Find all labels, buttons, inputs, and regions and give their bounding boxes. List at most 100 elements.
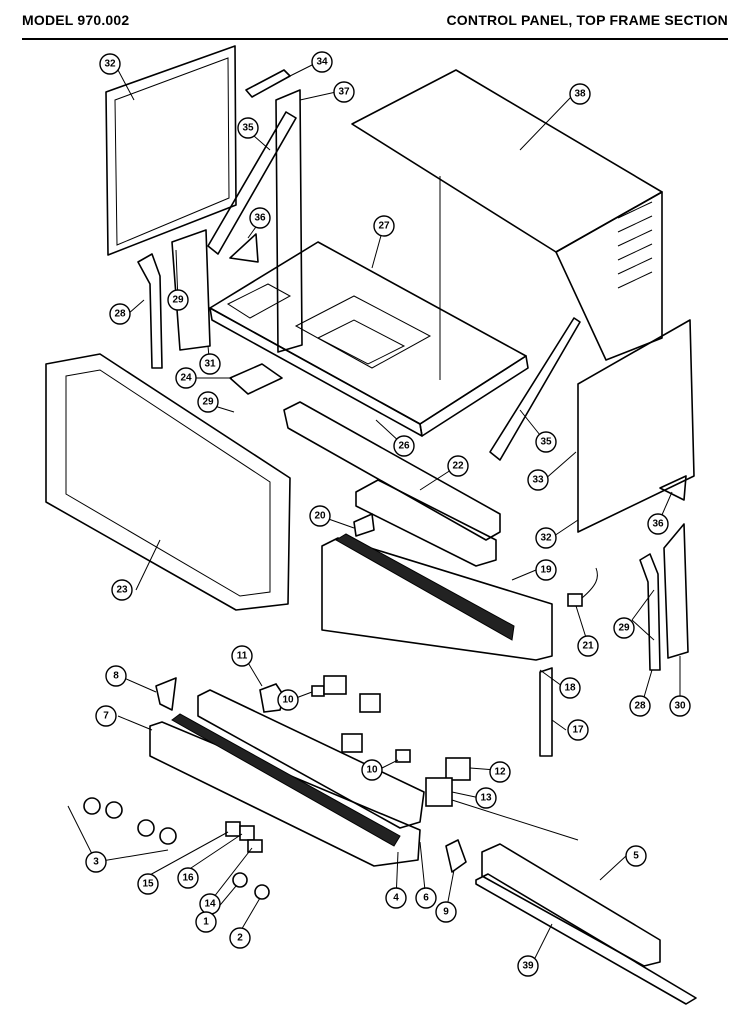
part-side-post — [171, 229, 211, 351]
part-end-cap-right — [445, 839, 467, 873]
svg-text:5: 5 — [633, 851, 639, 862]
callout-9: 9 — [435, 901, 457, 923]
section-title: CONTROL PANEL, TOP FRAME SECTION — [446, 12, 728, 28]
callout-36-right: 36 — [647, 513, 669, 535]
svg-text:39: 39 — [522, 961, 534, 972]
part-side-panel-right — [577, 319, 695, 533]
svg-text:30: 30 — [674, 701, 686, 712]
part-knob-set — [83, 797, 177, 845]
svg-text:38: 38 — [574, 89, 586, 100]
callout-16: 16 — [177, 867, 199, 889]
callout-33: 33 — [527, 469, 549, 491]
part-small-modules — [323, 675, 381, 753]
svg-text:1: 1 — [203, 917, 209, 928]
part-knob-switch-10b — [395, 749, 411, 763]
svg-text:3: 3 — [93, 857, 99, 868]
callout-30: 30 — [669, 695, 691, 717]
svg-text:15: 15 — [142, 879, 154, 890]
callout-35-right: 35 — [535, 431, 557, 453]
callout-34: 34 — [311, 51, 333, 73]
svg-text:33: 33 — [532, 475, 544, 486]
svg-text:6: 6 — [423, 893, 429, 904]
callout-7: 7 — [95, 705, 117, 727]
svg-text:23: 23 — [116, 585, 128, 596]
svg-text:37: 37 — [338, 87, 350, 98]
part-front-frame — [45, 353, 291, 611]
callout-10-lower: 10 — [361, 759, 383, 781]
part-control-panel-back — [539, 667, 553, 757]
callout-31: 31 — [199, 353, 221, 375]
part-trim-strip-39 — [475, 873, 697, 1005]
callout-36-left: 36 — [249, 207, 271, 229]
callout-35-left: 35 — [237, 117, 259, 139]
svg-text:34: 34 — [316, 57, 328, 68]
part-top-bracket — [245, 69, 291, 98]
callout-20: 20 — [309, 505, 331, 527]
svg-text:32: 32 — [540, 533, 552, 544]
svg-text:27: 27 — [378, 221, 390, 232]
callout-22: 22 — [447, 455, 469, 477]
callout-2: 2 — [229, 927, 251, 949]
callout-29-right: 29 — [613, 617, 635, 639]
callout-8-left: 8 — [105, 665, 127, 687]
callout-28-right: 28 — [629, 695, 651, 717]
part-backguard — [321, 533, 553, 661]
part-angle-bracket-left — [137, 253, 163, 369]
svg-text:28: 28 — [634, 701, 646, 712]
part-top-frame — [209, 241, 529, 437]
svg-text:4: 4 — [393, 893, 399, 904]
callout-24: 24 — [175, 367, 197, 389]
part-corner-gusset-right — [659, 475, 687, 501]
svg-text:36: 36 — [652, 519, 664, 530]
svg-text:12: 12 — [494, 767, 506, 778]
callout-4: 4 — [385, 887, 407, 909]
svg-text:19: 19 — [540, 565, 552, 576]
callout-11: 11 — [231, 645, 253, 667]
svg-text:29: 29 — [202, 397, 214, 408]
callout-21: 21 — [577, 635, 599, 657]
callout-13: 13 — [475, 787, 497, 809]
callout-12: 12 — [489, 761, 511, 783]
svg-text:11: 11 — [237, 651, 248, 662]
svg-text:29: 29 — [618, 623, 630, 634]
svg-text:7: 7 — [103, 711, 109, 722]
svg-text:10: 10 — [282, 695, 294, 706]
part-timer-12 — [445, 757, 471, 781]
svg-text:20: 20 — [314, 511, 326, 522]
svg-text:35: 35 — [242, 123, 254, 134]
part-switches-15-16 — [225, 821, 263, 853]
callout-27: 27 — [373, 215, 395, 237]
callout-18: 18 — [559, 677, 581, 699]
part-end-cap-left — [155, 677, 177, 711]
svg-text:21: 21 — [582, 641, 594, 652]
part-knob-2 — [254, 884, 270, 900]
part-side-panel-left — [105, 45, 237, 256]
part-rear-post — [275, 89, 303, 353]
callout-39: 39 — [517, 955, 539, 977]
part-trim-5 — [481, 843, 661, 967]
svg-text:31: 31 — [204, 359, 216, 370]
callout-10-upper: 10 — [277, 689, 299, 711]
part-clip — [353, 513, 375, 537]
part-control-bracket — [355, 479, 497, 567]
callout-26: 26 — [393, 435, 415, 457]
part-angle-bracket-right — [639, 553, 661, 671]
callout-23: 23 — [111, 579, 133, 601]
header-rule — [22, 38, 728, 40]
svg-text:2: 2 — [237, 933, 243, 944]
part-top-cover — [351, 69, 663, 380]
part-knob-1 — [232, 872, 248, 888]
svg-text:13: 13 — [480, 793, 492, 804]
svg-text:28: 28 — [114, 309, 126, 320]
part-brace-left — [207, 111, 297, 255]
part-corner-gusset-left — [229, 233, 259, 263]
svg-text:10: 10 — [366, 765, 378, 776]
callout-3: 3 — [85, 851, 107, 873]
callout-37: 37 — [333, 81, 355, 103]
svg-text:22: 22 — [452, 461, 464, 472]
part-trim-channel — [283, 401, 501, 541]
svg-text:32: 32 — [104, 59, 116, 70]
part-brace-right — [489, 317, 581, 461]
svg-text:8: 8 — [113, 671, 119, 682]
callout-1: 1 — [195, 911, 217, 933]
